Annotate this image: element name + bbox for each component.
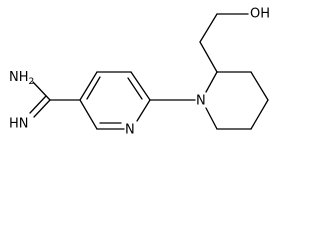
structure-diagram: OH NH2 HN N N — [9, 7, 270, 138]
bond-chain-ch2-ch2 — [199, 13, 218, 43]
bond-pip-c4-c5 — [250, 99, 269, 130]
amine-label: NH2 — [9, 70, 34, 87]
bond-pip-c6-n — [205, 107, 218, 130]
bond-ring-c3-c4 — [130, 71, 151, 101]
pyridine-nitrogen-label: N — [125, 123, 135, 138]
bond-amidine-c-nh-double-a — [33, 99, 51, 118]
bond-amidine-c-nh-double-b — [29, 95, 47, 114]
bond-ring-c1-c2-inner — [86, 76, 101, 100]
bond-ring-c1-c2 — [79, 71, 98, 101]
bond-amidine-c-nh2 — [32, 81, 51, 101]
amine-subscript: 2 — [29, 77, 35, 87]
bond-chain-c2-ch2 — [199, 41, 218, 73]
bond-ring-c5-c1 — [79, 99, 98, 130]
molecule-drawing: OH NH2 HN N N — [9, 7, 270, 138]
amine-nh-text: NH — [9, 70, 29, 85]
hydroxyl-label: OH — [250, 7, 270, 22]
bond-ring-c3-c4-inner — [127, 77, 143, 100]
piperidine-nitrogen-label: N — [196, 94, 206, 109]
bond-pip-n-c2 — [205, 71, 218, 93]
bond-pip-c3-c4 — [250, 71, 269, 101]
bond-ring-c4-n — [136, 99, 151, 122]
imine-label: HN — [9, 117, 29, 132]
